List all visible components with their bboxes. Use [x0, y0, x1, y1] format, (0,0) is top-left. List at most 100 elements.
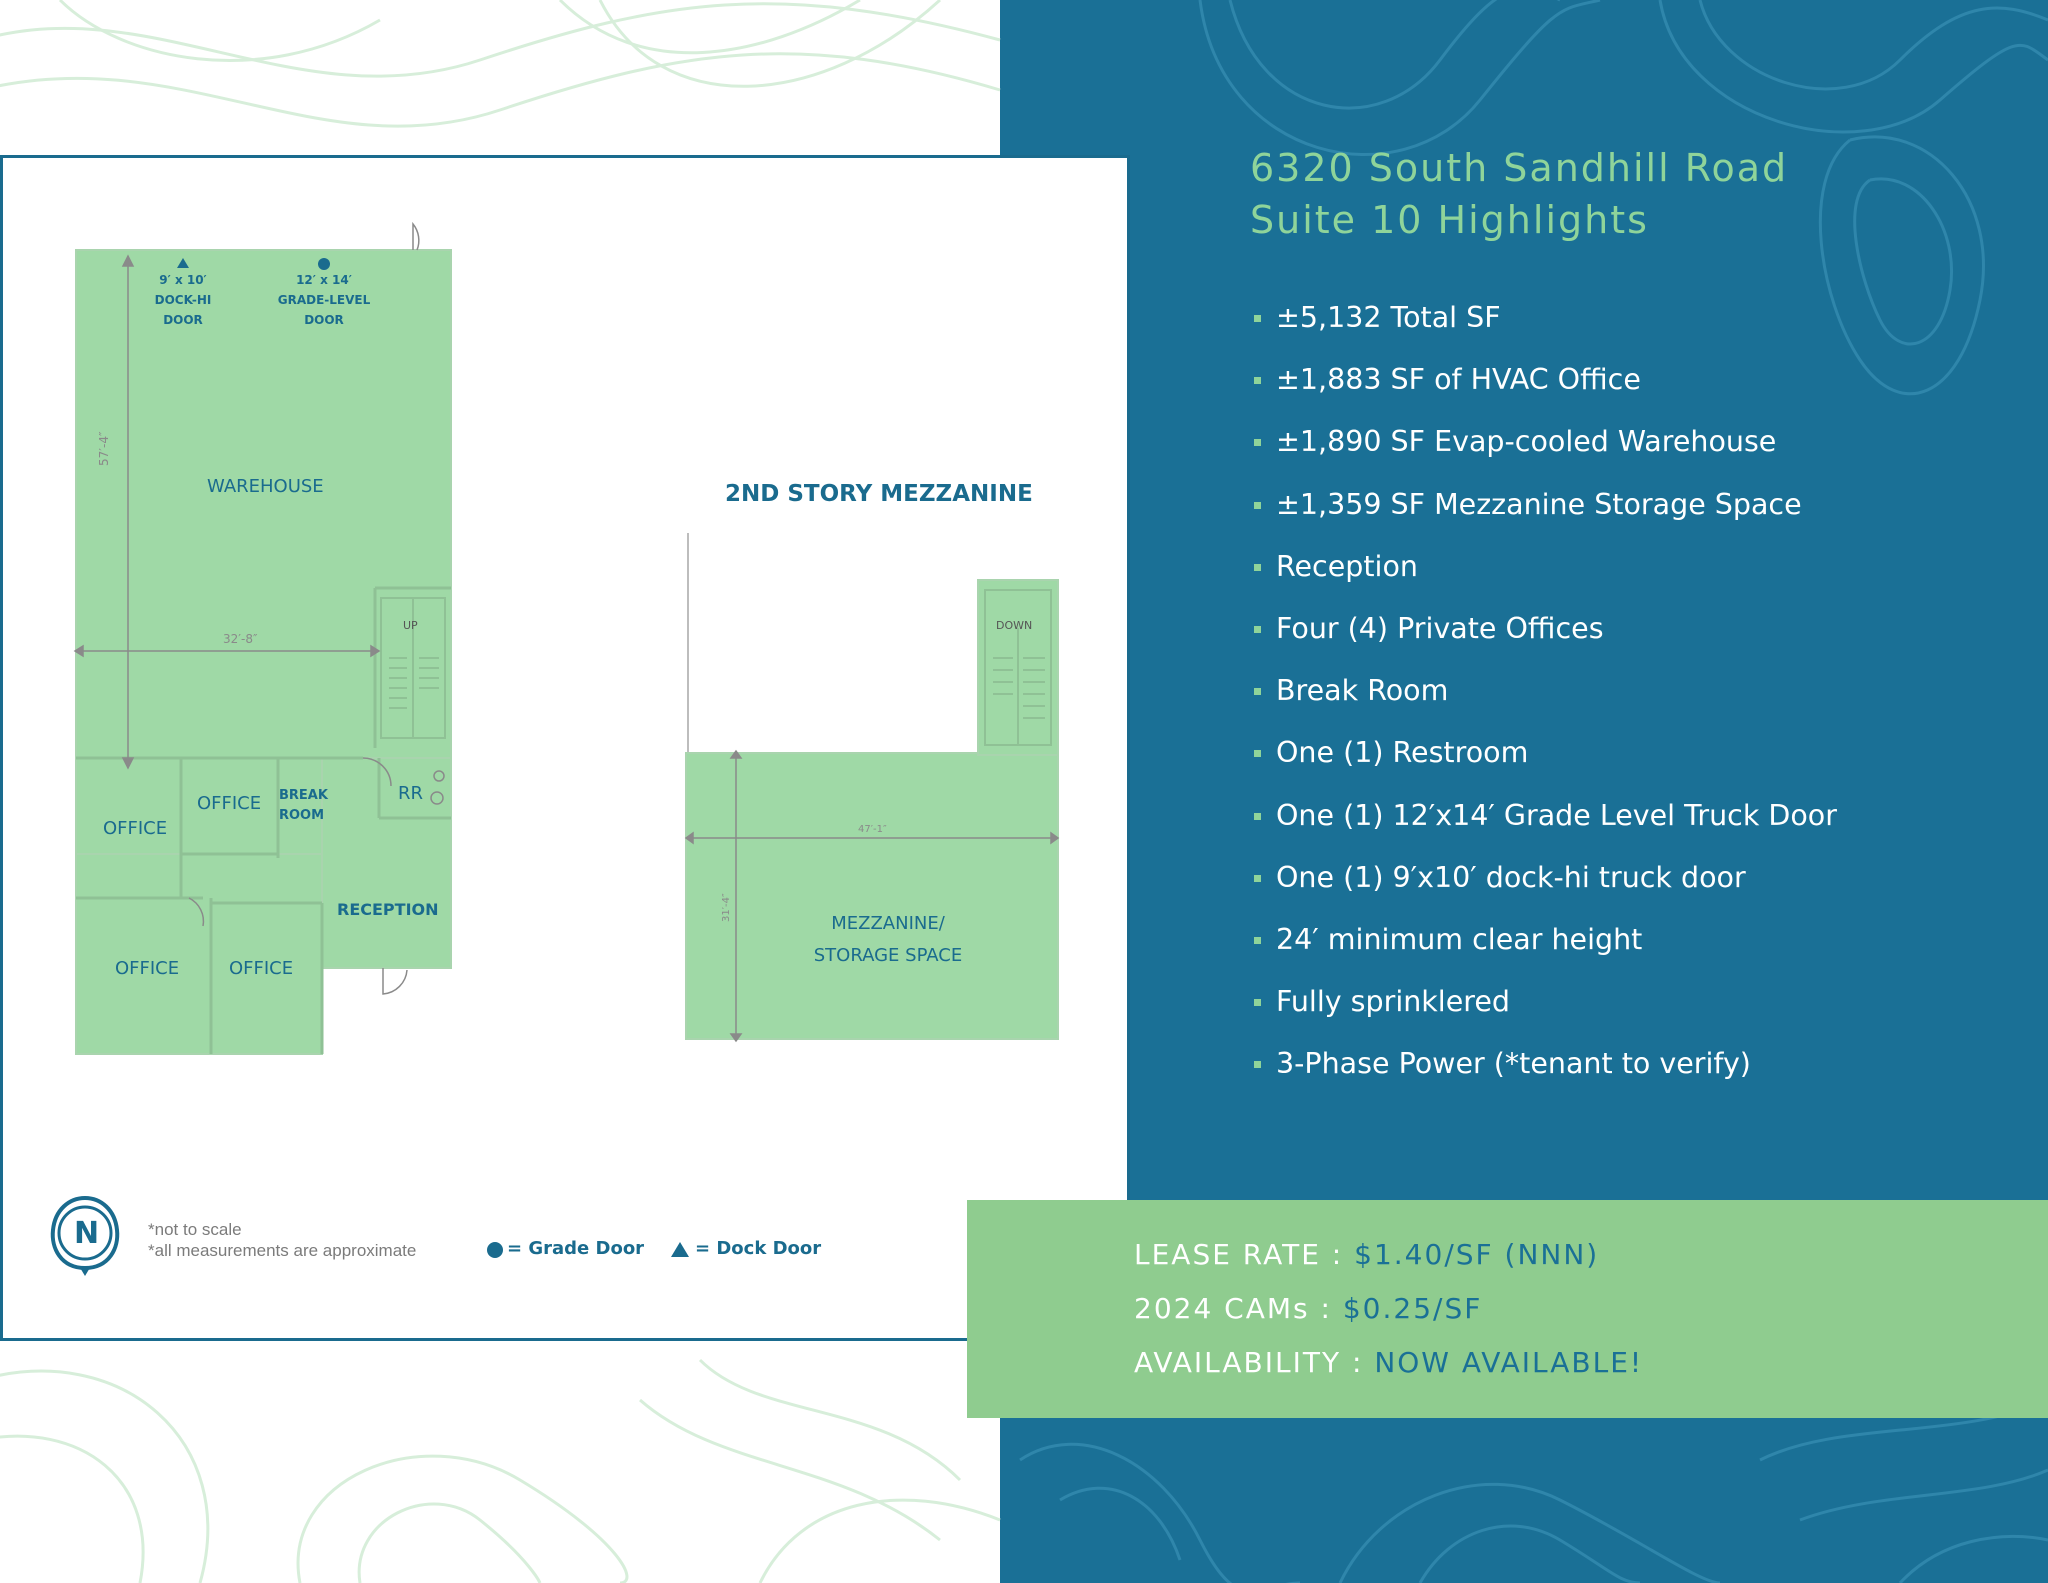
dock-door-label-line3: DOOR [163, 313, 203, 327]
lease-rate-label: LEASE RATE : [1134, 1238, 1344, 1271]
dock-door-marker [177, 258, 189, 268]
bullet-icon [1254, 750, 1261, 758]
grade-door-legend-icon [487, 1242, 503, 1258]
highlight-item: ±5,132 Total SF [1250, 296, 2030, 358]
bullet-icon [1254, 936, 1261, 944]
bullet-icon [1254, 812, 1261, 820]
highlight-item: 24′ minimum clear height [1250, 918, 2030, 980]
grade-door-marker [318, 258, 330, 270]
availability-line: AVAILABILITY : NOW AVAILABLE! [1134, 1346, 1643, 1379]
grade-door-label-line2: GRADE-LEVEL [277, 293, 371, 307]
highlight-text: 3-Phase Power (*tenant to verify) [1276, 1047, 1751, 1081]
mezzanine-area [685, 752, 1059, 1040]
reception-area [321, 757, 452, 969]
cams-line: 2024 CAMs : $0.25/SF [1134, 1292, 1482, 1325]
highlight-item: Four (4) Private Offices [1250, 607, 2030, 669]
highlight-item: Fully sprinklered [1250, 980, 2030, 1042]
highlight-text: ±1,883 SF of HVAC Office [1276, 363, 1641, 397]
mezzanine-label: MEZZANINE/ STORAGE SPACE [783, 908, 993, 972]
highlight-text: Fully sprinklered [1276, 985, 1510, 1019]
highlight-text: ±1,359 SF Mezzanine Storage Space [1276, 487, 1802, 521]
dock-door-label-line2: DOCK-HI [154, 293, 212, 307]
floor-plan-drawing [50, 221, 1060, 1276]
reception-label: RECEPTION [337, 900, 439, 919]
lease-rate-value: $1.40/SF (NNN) [1354, 1238, 1600, 1271]
toilet-symbol [430, 791, 444, 805]
highlight-text: Four (4) Private Offices [1276, 611, 1604, 645]
highlight-text: ±5,132 Total SF [1276, 301, 1501, 334]
highlight-text: One (1) 12′x14′ Grade Level Truck Door [1276, 798, 1837, 832]
logo-letter: N [74, 1216, 100, 1251]
door-swings [188, 221, 420, 995]
warehouse-area [75, 249, 452, 855]
highlight-text: Break Room [1276, 674, 1449, 708]
highlight-item: Reception [1250, 545, 2030, 607]
highlight-item: ±1,359 SF Mezzanine Storage Space [1250, 483, 2030, 545]
bullet-icon [1254, 688, 1261, 696]
lower-offices-area [75, 853, 323, 1055]
highlight-item: ±1,890 SF Evap-cooled Warehouse [1250, 420, 2030, 482]
bullet-icon [1254, 625, 1261, 633]
highlight-text: One (1) Restroom [1276, 736, 1529, 770]
cams-value: $0.25/SF [1342, 1292, 1483, 1325]
grade-door-label-line3: DOOR [304, 313, 344, 327]
mezzanine-title: 2ND STORY MEZZANINE [725, 481, 1033, 507]
highlight-item: ±1,883 SF of HVAC Office [1250, 358, 2030, 420]
highlights-title-line1: 6320 South Sandhill Road [1250, 146, 1789, 190]
grade-door-label-line1: 12′ x 14′ [296, 273, 352, 287]
restroom-label: RR [398, 783, 424, 804]
bullet-icon [1254, 439, 1261, 447]
dock-door-label-line1: 9′ x 10′ [159, 273, 207, 287]
office-label-4: OFFICE [229, 958, 294, 979]
highlights-list: ±5,132 Total SF ±1,883 SF of HVAC Office… [1250, 296, 2030, 1104]
break-room-label-line2: ROOM [279, 808, 325, 823]
warehouse-label: WAREHOUSE [207, 476, 324, 497]
highlight-item: 3-Phase Power (*tenant to verify) [1250, 1042, 2030, 1104]
cams-label: 2024 CAMs : [1134, 1292, 1332, 1325]
highlight-text: Reception [1276, 549, 1418, 583]
stair-down-label: DOWN [996, 619, 1033, 632]
highlight-item: Break Room [1250, 669, 2030, 731]
highlights-title-line2: Suite 10 Highlights [1250, 198, 1649, 242]
break-room-label-line1: BREAK [279, 788, 328, 803]
lease-rate-line: LEASE RATE : $1.40/SF (NNN) [1134, 1238, 1599, 1271]
highlight-item: One (1) Restroom [1250, 731, 2030, 793]
office-label-1: OFFICE [103, 818, 168, 839]
sink-symbol [433, 770, 445, 782]
bullet-icon [1254, 377, 1261, 385]
bullet-icon [1254, 874, 1261, 882]
stair-up-label: UP [403, 619, 418, 632]
approximate-note: *all measurements are approximate [148, 1241, 417, 1260]
ground-stairs [380, 597, 446, 739]
mezzanine-plan [684, 533, 1060, 1043]
mezzanine-label-line2: STORAGE SPACE [813, 945, 963, 966]
bullet-icon [1254, 563, 1261, 571]
warehouse-height-dimension: 57′-4″ [97, 431, 111, 466]
bullet-icon [1254, 1061, 1261, 1069]
dock-door-legend: = Dock Door [695, 1238, 822, 1259]
availability-label: AVAILABILITY : [1134, 1346, 1364, 1379]
mezzanine-label-line1: MEZZANINE/ [831, 913, 945, 934]
grade-door-label: 12′ x 14′ GRADE-LEVEL DOOR [269, 270, 379, 330]
warehouse-width-dimension: 32′-8″ [223, 632, 258, 646]
ground-floor-plan [73, 221, 452, 1055]
office-label-2: OFFICE [197, 793, 262, 814]
highlight-item: One (1) 12′x14′ Grade Level Truck Door [1250, 794, 2030, 856]
highlight-item: One (1) 9′x10′ dock-hi truck door [1250, 856, 2030, 918]
dock-door-label: 9′ x 10′ DOCK-HI DOOR [133, 270, 233, 330]
bullet-icon [1254, 999, 1261, 1007]
bullet-icon [1254, 315, 1261, 322]
mezzanine-height-dimension: 31′-4″ [721, 893, 732, 922]
floor-plan-card: 9′ x 10′ DOCK-HI DOOR 12′ x 14′ GRADE-LE… [0, 155, 1130, 1341]
office-label-3: OFFICE [115, 958, 180, 979]
bullet-icon [1254, 501, 1261, 509]
availability-value: NOW AVAILABLE! [1374, 1346, 1644, 1379]
highlight-text: 24′ minimum clear height [1276, 922, 1643, 956]
break-room-label: BREAK ROOM [279, 786, 328, 826]
mezzanine-width-dimension: 47′-1″ [858, 824, 887, 835]
highlights-title: 6320 South Sandhill Road Suite 10 Highli… [1250, 142, 2010, 246]
dock-door-legend-icon [671, 1242, 689, 1257]
lease-info-box: LEASE RATE : $1.40/SF (NNN) 2024 CAMs : … [967, 1200, 2048, 1418]
logo-pin-icon [50, 1195, 120, 1276]
